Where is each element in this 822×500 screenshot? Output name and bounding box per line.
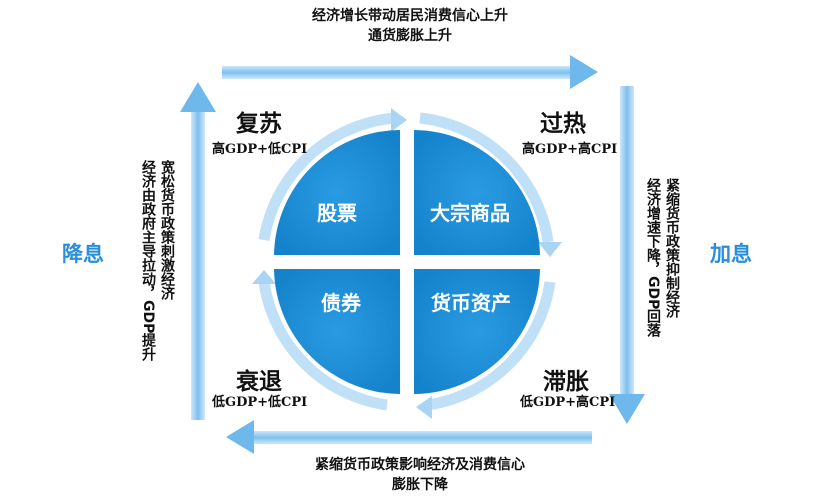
top-caption: 经济增长带动居民消费信心上升 通货膨胀上升 xyxy=(260,6,560,46)
bottom-left-arrow xyxy=(226,420,592,454)
phase-recovery: 复苏 xyxy=(236,111,282,137)
condition-recovery: 高GDP+低CPI xyxy=(212,142,308,157)
quadrant-overheat xyxy=(414,130,540,255)
quadrant-stagflation xyxy=(414,269,540,394)
condition-stagflation: 低GDP+高CPI xyxy=(520,395,616,410)
left-up-arrow xyxy=(180,82,216,420)
left-caption: 宽松货币政策刺激经济 经济由政府主导拉动，GDP提升 xyxy=(138,160,176,380)
bottom-caption: 紧缩货币政策影响经济及消费信心 膨胀下降 xyxy=(270,455,570,495)
condition-recession: 低GDP+低CPI xyxy=(212,395,308,410)
quadrant-recovery xyxy=(274,130,400,255)
top-caption-line1: 经济增长带动居民消费信心上升 xyxy=(312,8,508,24)
rate-cut-label: 降息 xyxy=(62,242,104,266)
left-caption-line2: 经济由政府主导拉动，GDP提升 xyxy=(140,160,156,362)
right-caption-line1: 紧缩货币政策抑制经济 xyxy=(664,178,680,318)
left-caption-line1: 宽松货币政策刺激经济 xyxy=(159,160,175,300)
phase-overheat: 过热 xyxy=(540,111,586,137)
asset-stocks: 股票 xyxy=(317,201,357,225)
quadrants xyxy=(274,130,540,394)
bottom-caption-line1: 紧缩货币政策影响经济及消费信心 xyxy=(315,457,525,473)
asset-commodities: 大宗商品 xyxy=(430,201,510,225)
top-right-arrow xyxy=(222,55,598,89)
quadrant-recession xyxy=(274,269,400,394)
top-caption-line2: 通货膨胀上升 xyxy=(368,28,452,44)
phase-recession: 衰退 xyxy=(236,369,282,395)
ring-arrows xyxy=(258,112,556,411)
phase-stagflation: 滞胀 xyxy=(543,369,589,395)
bottom-caption-line2: 膨胀下降 xyxy=(392,477,448,493)
right-caption-line2: 经济增速下降，GDP回落 xyxy=(645,178,661,338)
asset-cash: 货币资产 xyxy=(431,291,511,315)
condition-overheat: 高GDP+高CPI xyxy=(522,142,618,157)
ring-arrowheads xyxy=(252,108,562,419)
right-caption: 紧缩货币政策抑制经济 经济增速下降，GDP回落 xyxy=(643,178,681,398)
rate-hike-label: 加息 xyxy=(710,242,752,266)
asset-bonds: 债券 xyxy=(321,291,362,315)
right-down-arrow xyxy=(609,86,645,424)
